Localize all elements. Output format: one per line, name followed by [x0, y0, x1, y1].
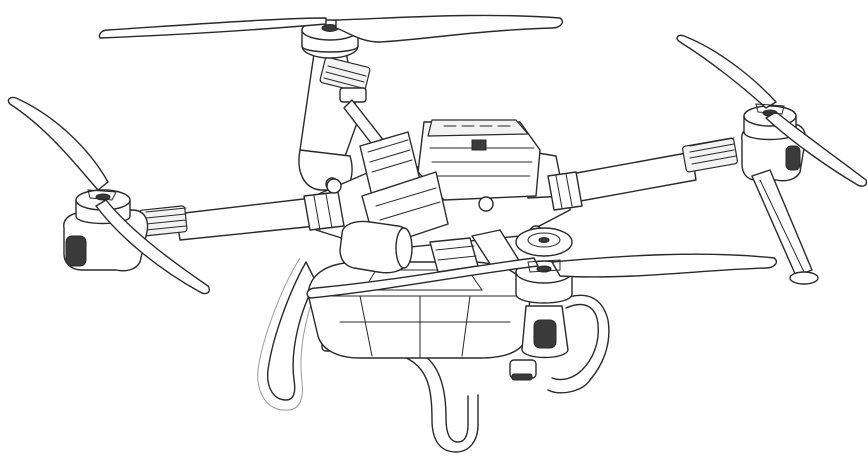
left-arm-joint	[303, 191, 345, 231]
arm-rear-left	[98, 14, 564, 191]
right-motor-light	[785, 145, 801, 171]
right-folding-leg	[751, 169, 813, 277]
left-arm-tube	[175, 197, 317, 241]
spray-disc-center	[538, 237, 550, 243]
right-arm-joint-ribs	[555, 173, 573, 209]
rear-left-propeller-blade-left	[98, 17, 327, 39]
right-propeller-clamp	[755, 103, 785, 115]
electronics-stack-lid	[427, 119, 529, 137]
right-esc-box	[682, 137, 738, 173]
front-right-propeller-blade-right	[551, 253, 778, 278]
rear-left-propeller-blade-right	[335, 14, 564, 43]
left-propeller-clamp	[87, 189, 117, 201]
arm-left	[7, 96, 317, 295]
front-sensor-module-lines	[375, 187, 441, 221]
right-propeller-blade-down	[765, 111, 868, 187]
front-right-motor-light	[533, 319, 557, 349]
rear-left-boom-clip	[339, 87, 367, 103]
tank-ribs	[359, 295, 471, 359]
spray-disc-inner	[527, 232, 561, 248]
landing-gear-left-inner	[267, 261, 317, 401]
landing-gear-left-outer	[257, 257, 323, 411]
body-bolt-1	[326, 178, 342, 194]
landing-gear-right	[547, 294, 610, 394]
left-arm-joint-ribs	[313, 193, 333, 231]
landing-gear-right-inner	[551, 303, 599, 381]
front-cylinder-cap	[395, 227, 413, 269]
left-propeller-blade-down	[95, 199, 210, 295]
arm-right	[559, 34, 868, 285]
right-folding-leg-line	[759, 179, 805, 273]
left-motor-light	[65, 235, 87, 267]
arm-front-right	[306, 227, 778, 359]
left-propeller-blade-up	[7, 96, 109, 191]
electronics-stack-port	[471, 139, 487, 151]
body-bolt-2	[478, 196, 494, 212]
right-leg-foot	[789, 271, 819, 285]
right-arm-joint	[547, 171, 583, 211]
front-right-propeller-clamp	[527, 259, 561, 273]
left-esc-fins	[145, 207, 187, 231]
right-propeller-blade-up	[676, 34, 777, 109]
skid-clamp-right-base	[511, 373, 533, 381]
right-esc-fins	[689, 137, 737, 165]
rear-left-esc-fins	[323, 65, 367, 89]
front-right-propeller-blade-left	[306, 257, 539, 299]
body-left-bracket-lines	[367, 139, 413, 173]
body-lower-cage-lines	[435, 245, 477, 261]
electronics-stack	[417, 121, 541, 201]
